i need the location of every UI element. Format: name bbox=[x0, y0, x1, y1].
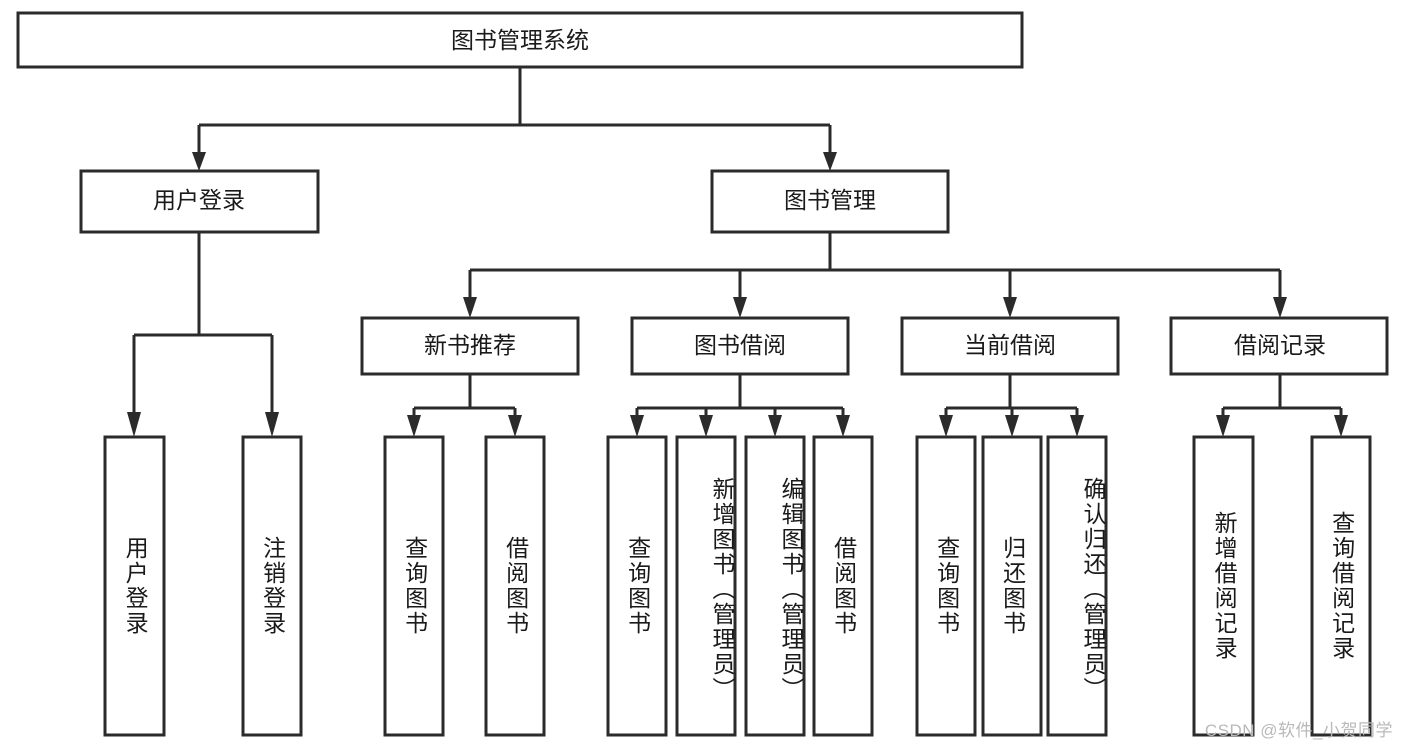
connector-layer bbox=[127, 67, 1348, 437]
node-leaf-query-record[interactable] bbox=[1310, 435, 1372, 737]
node-leaf-query-book-1[interactable] bbox=[383, 435, 445, 737]
arrowhead-leaf-query-book-2 bbox=[630, 415, 644, 437]
node-layer: 图书管理系统 用户登录 图书管理 新书推荐 图书借阅 当前借阅 借阅记录 bbox=[16, 11, 1389, 737]
arrowhead-leaf-return-book bbox=[1005, 415, 1019, 437]
node-new-book-recommend[interactable] bbox=[360, 316, 580, 376]
arrowhead-leaf-borrow-book-1 bbox=[508, 415, 522, 437]
node-new-book-recommend-label: 新书推荐 bbox=[424, 332, 516, 358]
node-book-manage-label: 图书管理 bbox=[784, 187, 876, 213]
node-leaf-query-book-2[interactable] bbox=[606, 435, 668, 737]
node-root-label: 图书管理系统 bbox=[451, 27, 589, 53]
node-leaf-query-book-3[interactable] bbox=[915, 435, 977, 737]
node-leaf-confirm-return[interactable] bbox=[1046, 435, 1108, 737]
node-borrow-record-label: 借阅记录 bbox=[1234, 332, 1326, 358]
node-current-borrow-label: 当前借阅 bbox=[964, 332, 1056, 358]
arrowhead-leaf-edit-book bbox=[768, 415, 782, 437]
node-leaf-add-record[interactable] bbox=[1192, 435, 1255, 737]
node-leaf-return-book[interactable] bbox=[981, 435, 1043, 737]
node-root[interactable] bbox=[16, 11, 1024, 69]
arrowhead-user-login bbox=[192, 152, 206, 171]
node-book-manage[interactable] bbox=[710, 169, 950, 234]
node-leaf-add-book[interactable] bbox=[675, 435, 737, 737]
node-user-login-label: 用户登录 bbox=[153, 187, 245, 213]
arrowhead-borrow-record bbox=[1273, 297, 1287, 318]
arrowhead-leaf-query-book-1 bbox=[407, 415, 421, 437]
node-leaf-user-logout[interactable] bbox=[241, 435, 303, 737]
node-leaf-borrow-book-2[interactable] bbox=[812, 435, 874, 737]
arrowhead-book-borrow bbox=[733, 297, 747, 318]
arrowhead-leaf-user-login bbox=[127, 412, 141, 437]
node-user-login[interactable] bbox=[79, 169, 320, 234]
arrowhead-leaf-query-record bbox=[1334, 415, 1348, 437]
arrowhead-leaf-user-logout bbox=[265, 412, 279, 437]
node-leaf-user-login[interactable] bbox=[103, 435, 166, 737]
csdn-watermark: CSDN @软件_小贺同学 bbox=[1204, 721, 1393, 740]
arrowhead-leaf-add-record bbox=[1216, 415, 1230, 437]
node-leaf-edit-book[interactable] bbox=[744, 435, 806, 737]
arrowhead-leaf-query-book-3 bbox=[939, 415, 953, 437]
node-current-borrow[interactable] bbox=[900, 316, 1120, 376]
node-borrow-record[interactable] bbox=[1169, 316, 1389, 376]
node-book-borrow[interactable] bbox=[630, 316, 850, 376]
arrowhead-leaf-confirm-return bbox=[1070, 415, 1084, 437]
arrowhead-leaf-borrow-book-2 bbox=[836, 415, 850, 437]
node-book-borrow-label: 图书借阅 bbox=[694, 332, 786, 358]
node-leaf-borrow-book-1[interactable] bbox=[484, 435, 546, 737]
arrowhead-current-borrow bbox=[1003, 297, 1017, 318]
arrowhead-new-book-recommend bbox=[463, 297, 477, 318]
arrowhead-leaf-add-book bbox=[699, 415, 713, 437]
arrowhead-book-manage bbox=[823, 152, 837, 171]
